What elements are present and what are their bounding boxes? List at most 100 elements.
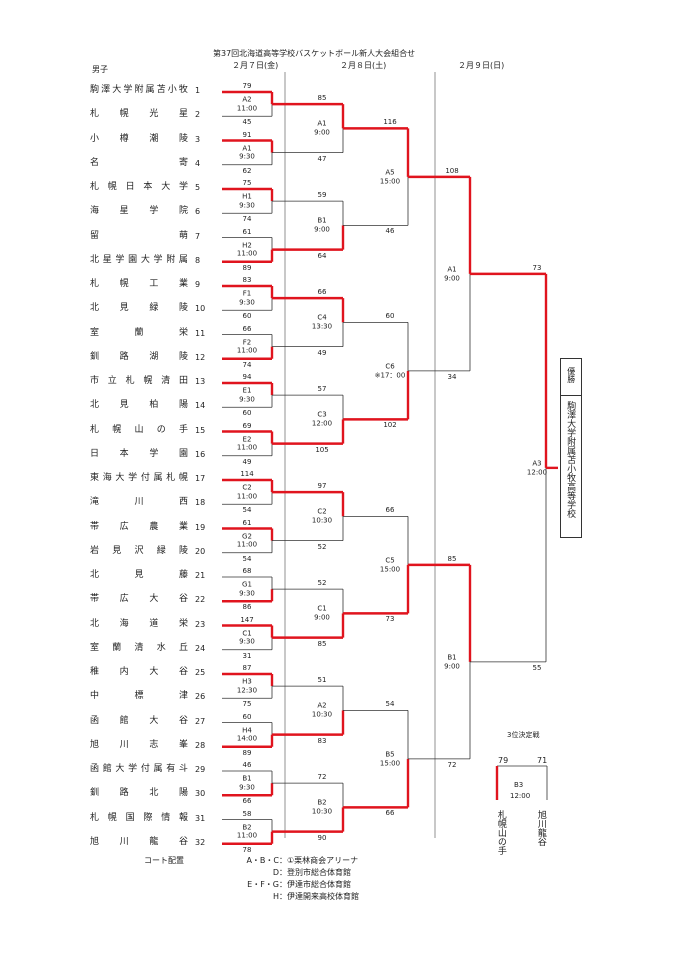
game-time: ※17：00 [374,370,406,379]
team-name: 北見緑陵 [90,304,188,313]
team-name-char: 幌 [119,109,129,120]
day2-header: ２月８日(土) [340,61,387,70]
team-name-char: 駒 [90,85,100,95]
team-name-char: 館 [119,715,129,726]
game-time: 9:30 [239,298,255,307]
team-number: 15 [195,425,206,435]
team-number: 5 [195,183,201,192]
team-name-char: 清 [161,376,171,386]
team-number: 26 [195,692,206,702]
team-name-char: 見 [134,570,144,580]
score: 60 [242,712,252,721]
game-time: 9:00 [444,273,460,282]
score: 46 [242,761,252,769]
game-time: 15:00 [379,758,401,767]
team-name: 滝川西 [90,498,188,507]
venue-row: D：登別市総合体育館 [234,869,374,877]
game-code: A1 [447,265,457,274]
game-time: 14:00 [236,734,258,743]
team-name: 北見藤 [90,571,188,580]
score: 60 [385,312,395,321]
team-name-char: 学 [178,182,188,192]
team-name-char: 市 [90,376,100,386]
team-number: 9 [195,280,201,289]
team-name-char: 属 [178,254,188,265]
score: 68 [242,567,252,575]
team-number: 14 [195,401,206,411]
game-time: 11:00 [236,831,258,840]
team-name-char: 斗 [178,764,188,774]
game-code: A2 [242,95,252,104]
team-name-char: 蘭 [134,327,144,338]
game-code: A2 [317,701,327,710]
team-name-char: 北 [149,788,159,799]
score: 57 [317,385,327,394]
team-name-char: 幌 [119,279,129,289]
team-name-char: 樽 [119,133,129,144]
game-code: C1 [317,604,327,613]
score: 147 [240,615,254,624]
team-name-char: 星 [178,109,188,120]
team-name-char: 海 [119,618,129,629]
game-code: F1 [242,289,252,298]
game-code: E1 [242,386,252,395]
venue-name: ：伊達市総合体育館 [279,880,351,889]
team-name-char: 田 [178,376,188,386]
team-number: 25 [195,668,206,677]
team-name-char: 路 [119,351,129,362]
score: 72 [447,760,457,769]
team-name-char: 学 [123,85,133,95]
team-name-char: 学 [128,473,138,483]
game-info: C6※17：00 [375,362,406,380]
venue-courts: H [272,892,279,901]
score: 64 [317,251,327,260]
game-time: 9:00 [444,661,460,670]
team-name-char: 大 [149,594,159,605]
team-name-char: 釧 [90,351,100,362]
game-time: 9:30 [239,152,255,161]
team-name-char: 札 [90,279,100,289]
game-code: C3 [317,410,327,419]
team-name-char: 札 [90,109,100,120]
team-name: 札幌光星 [90,110,188,119]
score: 75 [242,179,252,187]
team-name-char: 清 [134,642,144,653]
team-name-char: 星 [119,206,129,217]
team-name: 旭川龍谷 [90,837,188,847]
team-name-char: 幌 [107,812,117,823]
game-time: 15:00 [379,564,401,573]
team-number: 11 [195,328,206,338]
team-name-char: 陽 [178,788,188,799]
team-name-char: 栄 [178,618,188,629]
team-name-char: 際 [143,812,153,823]
score: 90 [317,833,327,842]
score: 58 [242,809,252,818]
team-name-char: 陵 [178,351,188,362]
team-name-char: 星 [102,254,112,265]
team-name-char: 大 [115,764,125,774]
game-code: C4 [317,313,327,322]
team-number: 19 [195,522,206,532]
game-time: 11:00 [236,443,258,452]
team-name-char: 見 [112,545,122,556]
team-number: 32 [195,837,206,847]
venue-row: E・F・G：伊達市総合体育館 [234,881,374,889]
team-name-char: 湖 [149,351,159,362]
team-name-char: 中 [90,691,100,702]
score: 85 [317,639,327,648]
team-name-char: 幌 [107,182,117,192]
team-name-char: 釧 [90,788,100,799]
score: 75 [242,700,252,709]
score: 66 [242,797,252,806]
team-name-char: 苫 [156,85,166,95]
team-name-char: 大 [149,667,159,677]
